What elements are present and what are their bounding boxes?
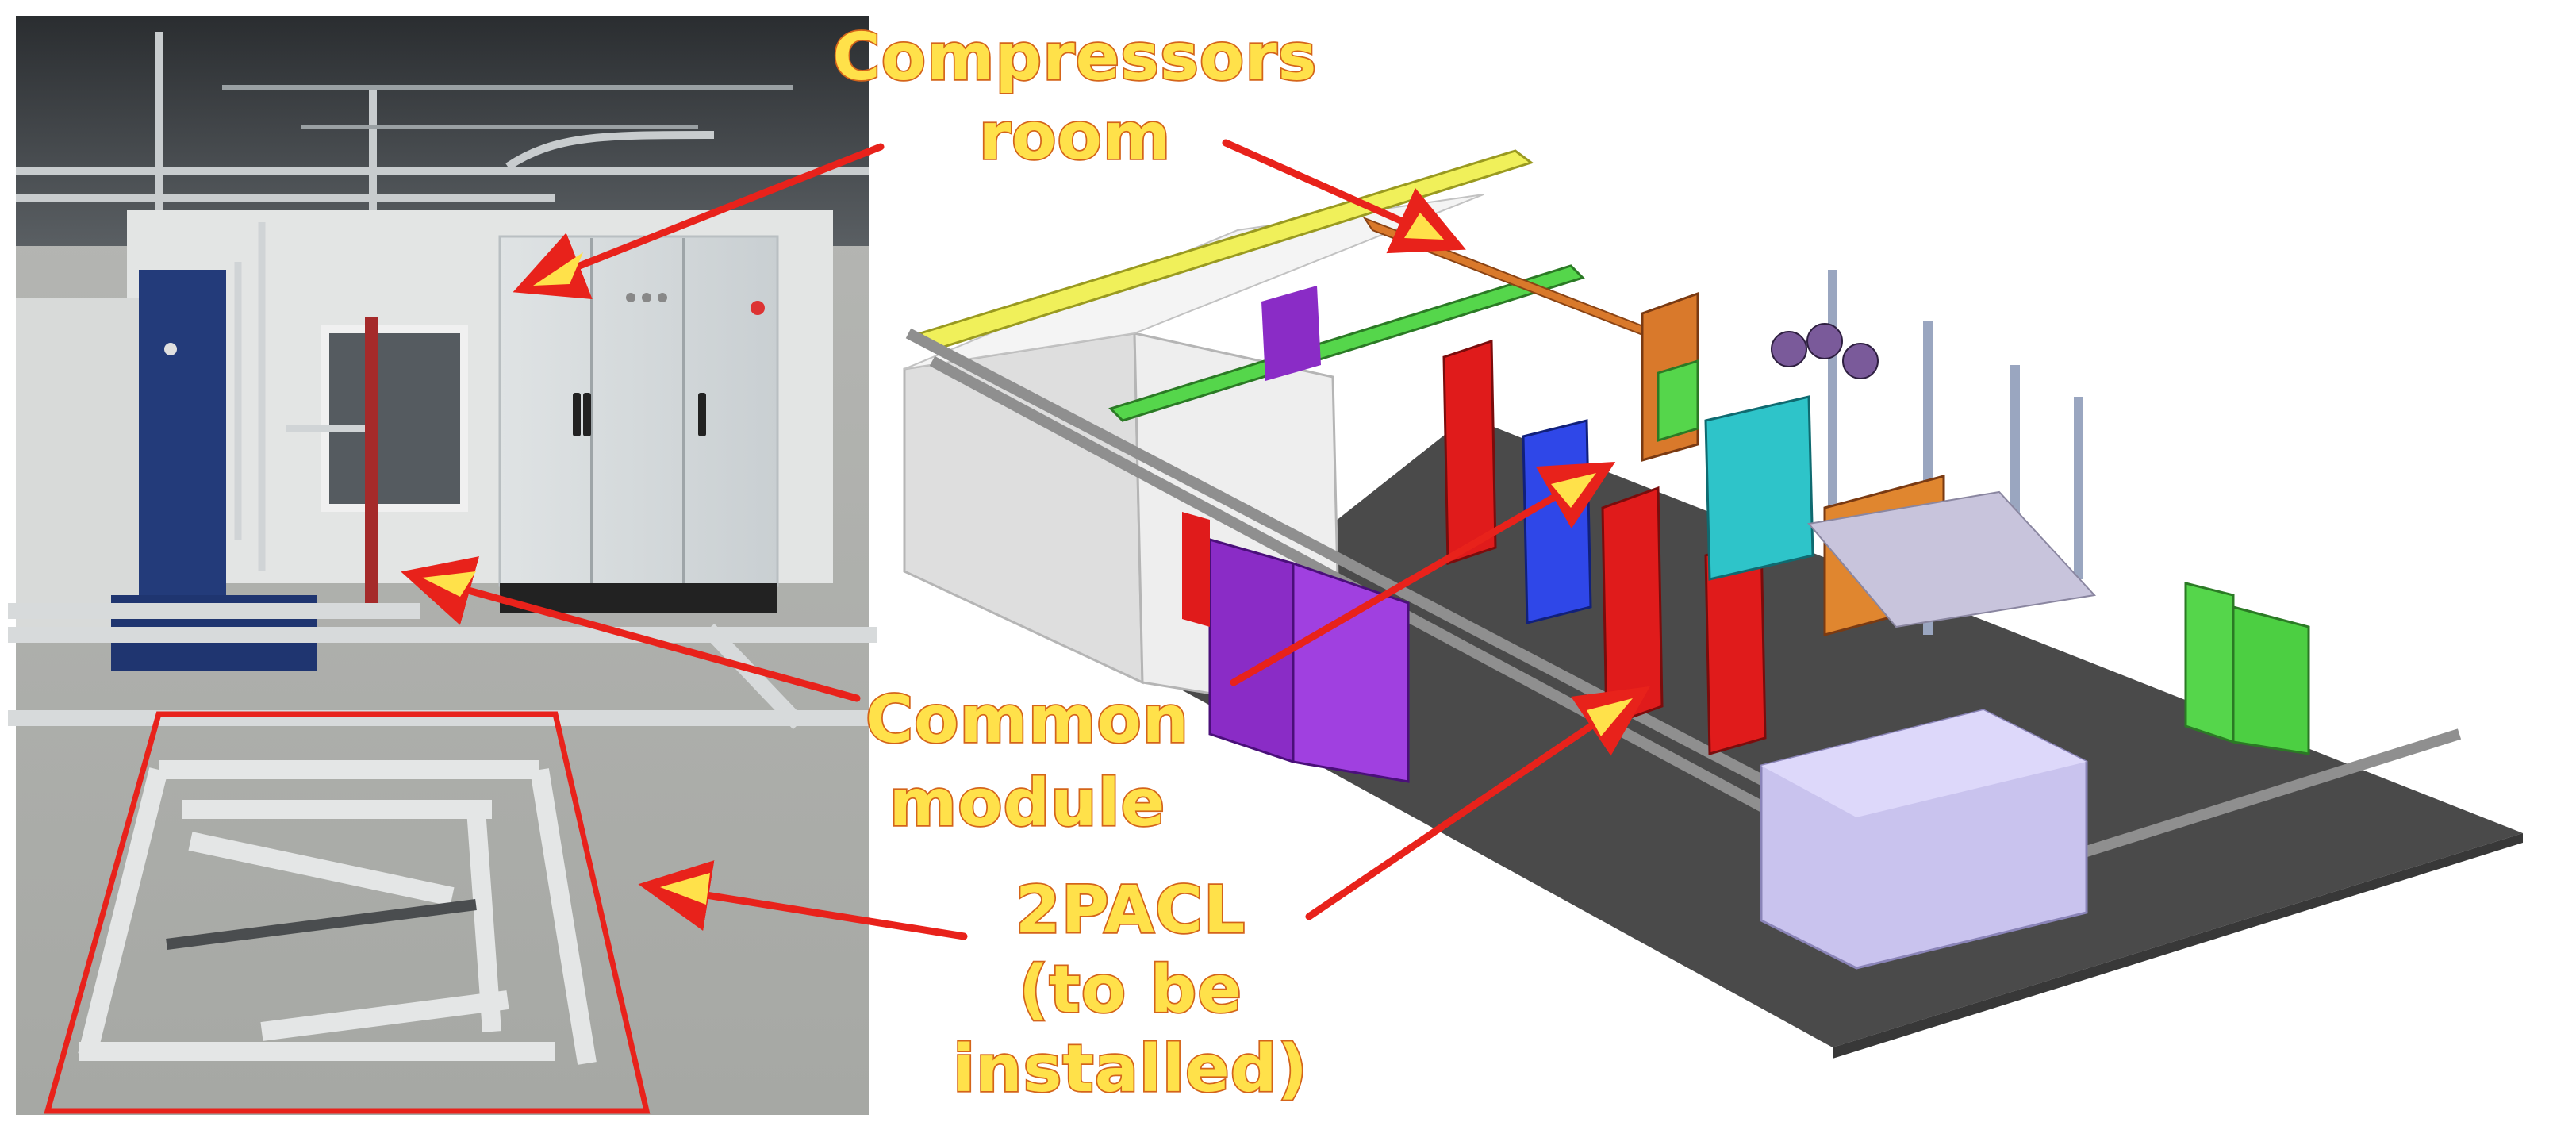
- arrow-2pacl-to-cad: [1305, 686, 1650, 920]
- label-common-line1: Common: [866, 682, 1189, 758]
- label-compressors-line2: room: [979, 99, 1172, 175]
- arrows: [401, 139, 1650, 940]
- arrow-common-to-photo: [401, 556, 861, 702]
- arrow-compressors-to-photo: [513, 143, 885, 299]
- photo-panel: [8, 16, 877, 1115]
- label-compressors-room: Compressors room: [831, 18, 1318, 176]
- label-compressors-line1: Compressors: [833, 20, 1318, 95]
- arrowhead-highlights: [422, 213, 1633, 905]
- label-2pacl-line3: installed): [953, 1032, 1308, 1107]
- cad-panel: [889, 91, 2563, 1083]
- label-common-module: Common module: [864, 681, 1190, 843]
- arrow-compressors-to-cad: [1222, 139, 1466, 254]
- outline-2pacl-frame: [44, 711, 651, 1114]
- arrow-common-to-cad: [1230, 461, 1616, 686]
- label-2pacl-line2: (to be: [1019, 952, 1242, 1028]
- arrow-2pacl-to-photo: [638, 860, 968, 940]
- label-2pacl-line1: 2PACL: [1015, 873, 1246, 948]
- label-2pacl: 2PACL (to be installed): [951, 871, 1308, 1109]
- label-common-line2: module: [889, 766, 1166, 841]
